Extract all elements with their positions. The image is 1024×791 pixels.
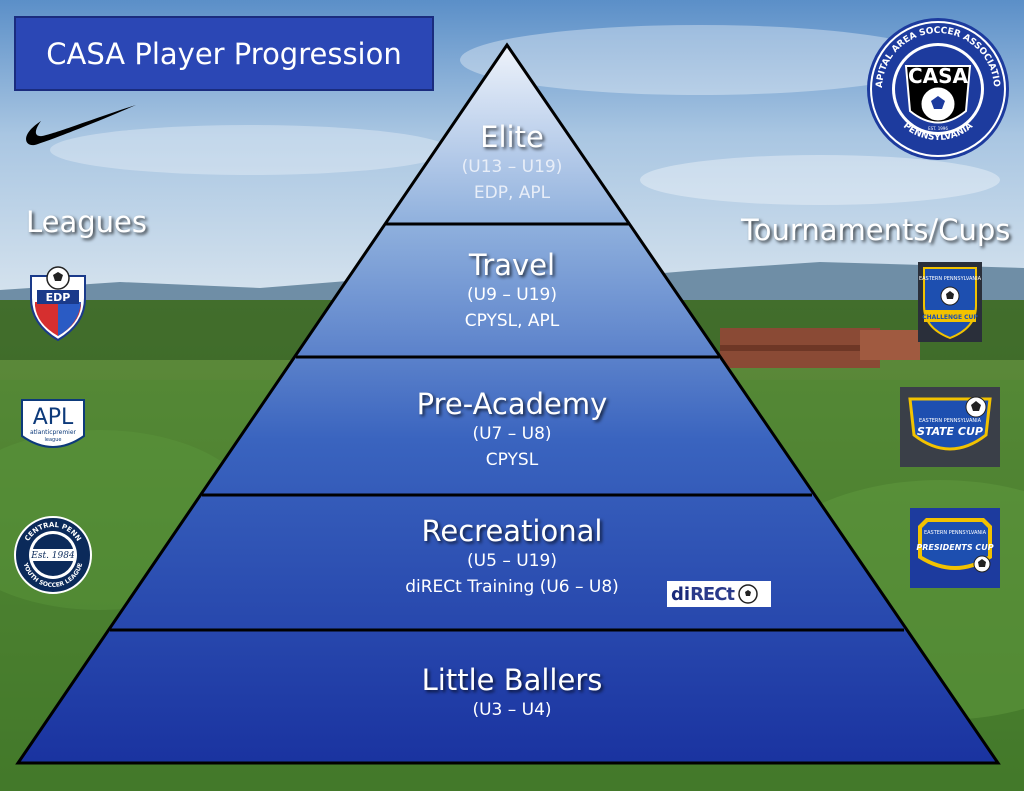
soccer-ball-icon <box>738 584 758 604</box>
nike-swoosh-icon <box>26 105 136 146</box>
apl-logo: APL atlanticpremier league <box>21 399 85 448</box>
tier-ages: (U3 – U4) <box>472 700 552 720</box>
casa-est-text: EST. 1996 <box>928 126 948 131</box>
tier-name: Elite <box>480 120 544 154</box>
tier-recreational: Recreational (U5 – U19) diRECt Training … <box>0 514 1024 600</box>
direct-training-logo: di RECt <box>667 581 771 607</box>
tier-name: Pre-Academy <box>416 387 608 421</box>
tier-leagues: EDP, APL <box>473 183 551 203</box>
direct-logo-part2: RECt <box>690 583 735 605</box>
edp-logo-text: EDP <box>46 291 71 304</box>
state-cup-logo: EASTERN PENNSYLVANIA STATE CUP <box>900 387 1000 467</box>
tier-pre-academy: Pre-Academy (U7 – U8) CPYSL <box>0 387 1024 473</box>
cpysl-logo: Est. 1984 CENTRAL PENN YOUTH SOCCER LEAG… <box>14 516 92 594</box>
edp-logo: EDP <box>30 266 86 342</box>
tier-little-ballers: Little Ballers (U3 – U4) <box>0 663 1024 723</box>
tier-name: Little Ballers <box>421 663 603 697</box>
direct-logo-part1: di <box>671 583 691 605</box>
challenge-cup-top: EASTERN PENNSYLVANIA <box>919 276 982 282</box>
tier-travel: Travel (U9 – U19) CPYSL, APL <box>0 248 1024 334</box>
slide-title: CASA Player Progression <box>14 16 434 91</box>
casa-logo-text: CASA <box>908 64 969 88</box>
tier-name: Recreational <box>421 514 603 548</box>
leagues-label: Leagues <box>26 205 147 239</box>
presidents-cup-text: PRESIDENTS CUP <box>916 543 993 552</box>
tier-name: Travel <box>468 248 556 282</box>
state-cup-text: STATE CUP <box>917 425 983 438</box>
tier-leagues: diRECt Training (U6 – U8) <box>405 577 619 597</box>
tier-ages: (U9 – U19) <box>467 285 557 305</box>
presidents-cup-logo: EASTERN PENNSYLVANIA PRESIDENTS CUP <box>910 508 1000 588</box>
apl-logo-sub2: league <box>45 437 62 443</box>
tier-ages: (U13 – U19) <box>461 157 563 177</box>
apl-logo-sub1: atlanticpremier <box>30 429 77 436</box>
tier-elite: Elite (U13 – U19) EDP, APL <box>0 120 1024 206</box>
state-cup-top: EASTERN PENNSYLVANIA <box>919 418 982 424</box>
tier-leagues: CPYSL <box>485 450 539 470</box>
challenge-cup-text: CHALLENGE CUP <box>922 314 978 321</box>
tier-ages: (U7 – U8) <box>472 424 552 444</box>
presidents-cup-top: EASTERN PENNSYLVANIA <box>924 530 987 536</box>
tournaments-label: Tournaments/Cups <box>741 213 1011 247</box>
casa-logo: CAPITAL AREA SOCCER ASSOCIATION PENNSYLV… <box>866 16 1009 160</box>
tier-ages: (U5 – U19) <box>467 551 557 571</box>
challenge-cup-logo: EASTERN PENNSYLVANIA CHALLENGE CUP <box>918 262 982 342</box>
tier-leagues: CPYSL, APL <box>464 311 560 331</box>
apl-logo-text: APL <box>33 405 74 430</box>
cpysl-est-text: Est. 1984 <box>30 551 75 561</box>
